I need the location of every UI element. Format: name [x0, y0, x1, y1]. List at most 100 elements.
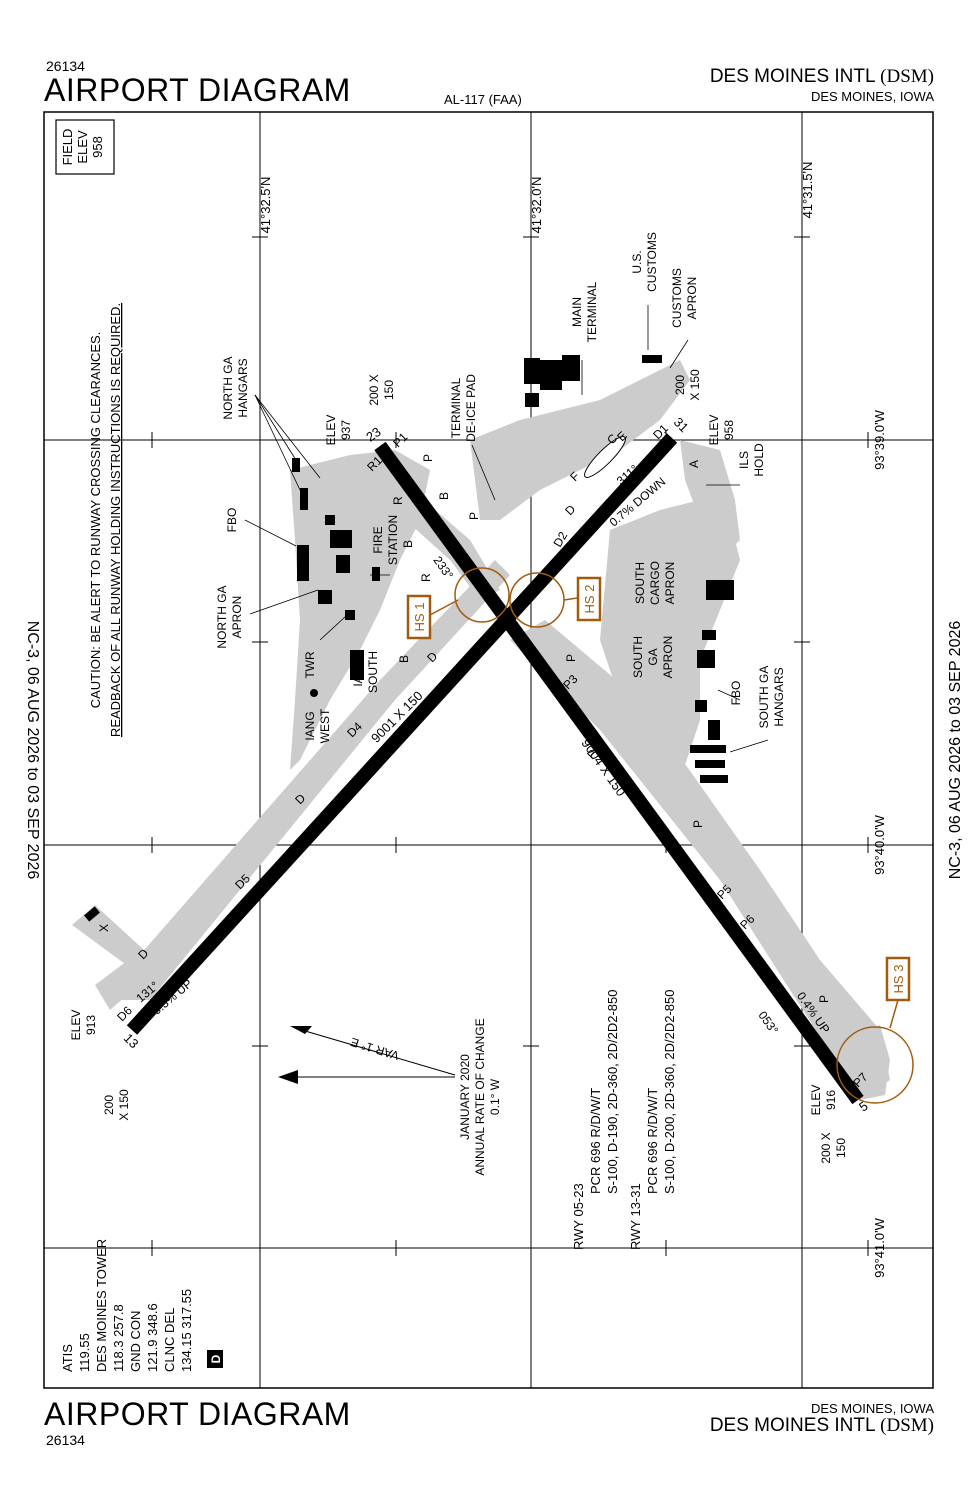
fire-station-line1: FIRE	[371, 526, 385, 553]
var-rate: 0.1° W	[488, 1078, 502, 1115]
terminal-1	[524, 358, 540, 384]
twy-p-east: P	[817, 995, 831, 1003]
twy-p-top: P	[421, 454, 435, 462]
buildings	[84, 355, 734, 922]
south-ga-hangars-line2: HANGARS	[772, 667, 786, 726]
field-elev-value: 958	[90, 136, 105, 158]
iang-building-1	[345, 610, 355, 620]
fbo-building	[330, 530, 352, 548]
rwy-0523-label: RWY 05-23	[571, 1183, 586, 1250]
runway-05-23	[374, 441, 864, 1105]
iang-south-building	[350, 650, 364, 680]
d-symbol-box	[207, 1350, 223, 1368]
deice-pad	[584, 436, 626, 478]
rwy-31-end: 31	[671, 414, 692, 435]
customs-apron-line1: CUSTOMS	[670, 268, 684, 328]
twy-a: A	[687, 460, 701, 468]
north-ga-apron-line1: NORTH GA	[215, 585, 229, 648]
south-ga-hangars-line1: SOUTH GA	[757, 666, 771, 729]
disp-x150-west: X 150	[117, 1089, 131, 1121]
iang-south-line1: IANG	[351, 657, 365, 686]
north-ga-hangars-line1: NORTH GA	[221, 356, 235, 419]
main-terminal-line2: TERMINAL	[585, 281, 599, 342]
elev-label-916: ELEV	[809, 1085, 823, 1116]
south-ga-apron-line3: APRON	[661, 636, 675, 679]
customs-building	[642, 355, 662, 363]
north-ga-apron-line2: APRON	[230, 596, 244, 639]
fbo-hangar	[297, 545, 309, 581]
field-elev-box	[55, 119, 115, 175]
var-date: JANUARY 2020	[458, 1054, 472, 1140]
feature-labels: NORTH GA HANGARS FBO NORTH GA APRON FIRE…	[215, 232, 786, 743]
twy-r-north: R	[391, 496, 405, 505]
disp-200-east: 200	[673, 375, 687, 395]
taxiway-x	[72, 905, 155, 975]
field-elev-line1: FIELD	[60, 129, 75, 166]
twy-p-north: P	[467, 512, 481, 520]
elev-label-937: ELEV	[324, 415, 338, 446]
north-ga-hangar-2	[300, 488, 308, 510]
magnetic-north-arrows	[278, 1026, 456, 1084]
fbo-north-label: FBO	[225, 508, 239, 533]
lon-label-3: 93°41.0'W	[872, 1217, 887, 1277]
north-ga-apron-building	[318, 590, 332, 604]
fbo-south-label: FBO	[729, 681, 743, 706]
hs3-label: HS 3	[891, 965, 906, 994]
airport-id: (DSM)	[880, 66, 934, 87]
taxiway-labels: X D D6 D5 D D4 B D R R B B P P R1 P1 D2 …	[97, 421, 871, 1090]
disp-200x-north: 200 X	[367, 374, 381, 405]
airport-id: (DSM)	[880, 1415, 934, 1436]
coordinate-grid	[44, 112, 933, 1388]
lon-label-2: 93°40.0'W	[872, 814, 887, 874]
heading-053: 053°	[755, 1009, 781, 1038]
elev-label-913: ELEV	[69, 1010, 83, 1041]
south-cargo-line2: CARGO	[648, 561, 662, 605]
twy-b-south: B	[397, 655, 411, 663]
hotspot-markers	[429, 567, 914, 1104]
taxiway-d-parallel	[110, 560, 510, 1000]
leader-lines	[244, 305, 769, 753]
twy-p-south: P	[691, 820, 705, 828]
hs3-circle	[836, 1026, 914, 1104]
west-building	[84, 906, 100, 922]
fire-station-area	[336, 555, 350, 573]
diagram-frame	[43, 111, 934, 1389]
iang-south-line2: SOUTH	[366, 651, 380, 693]
north-ga-hangar-1	[292, 458, 300, 472]
hs3-box	[885, 956, 911, 1002]
north-ga-hangar-3	[325, 515, 335, 525]
airport-name: DES MOINES INTL	[709, 1415, 875, 1436]
north-ga-hangars-line2: HANGARS	[236, 358, 250, 417]
elev-937: 937	[339, 420, 353, 440]
twr-label: TWR	[303, 651, 317, 679]
hs1-circle	[454, 567, 510, 623]
airport-name-bottom: DES MOINES INTL (DSM)	[710, 1415, 934, 1437]
south-ga-hangar-3	[700, 775, 728, 783]
rwy-1331-label: RWY 13-31	[628, 1183, 643, 1250]
south-cargo-line1: SOUTH	[633, 562, 647, 604]
twy-d-terminal: D	[562, 502, 578, 518]
terminal-3	[562, 355, 580, 381]
lat-label-1: 41°32.5'N	[258, 177, 273, 234]
pavement	[72, 360, 890, 1100]
clnc-label: CLNC DEL	[162, 1308, 177, 1372]
atis-label: ATIS	[60, 1344, 75, 1372]
cargo-building-1	[706, 580, 734, 600]
airport-name-top: DES MOINES INTL (DSM)	[710, 66, 934, 88]
rwy-23-end: 23	[363, 424, 383, 445]
chart-number-top: 26134	[46, 58, 85, 74]
procedure-id: AL-117 (FAA)	[444, 92, 522, 107]
hotspot-labels: HS 1 HS 2 HS 3	[406, 576, 911, 1002]
disp-x150-east: X 150	[688, 369, 702, 401]
chart-number-bottom: 26134	[46, 1432, 85, 1448]
taxiway-p-parallel	[510, 620, 890, 1100]
south-ga-apron-line1: SOUTH	[631, 636, 645, 678]
var-rate-label: ANNUAL RATE OF CHANGE	[473, 1018, 487, 1175]
ils-hold-line2: HOLD	[752, 443, 766, 477]
hs2-box	[576, 576, 602, 622]
clnc-freq: 134.15 317.55	[179, 1289, 194, 1372]
tower	[310, 689, 318, 697]
south-apron	[600, 500, 740, 780]
rwy-1331-pcr: PCR 696 R/D/W/T	[645, 1088, 660, 1194]
